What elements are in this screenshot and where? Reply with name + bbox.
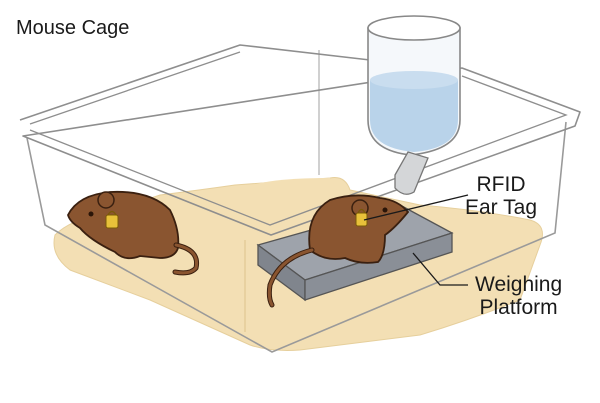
bedding-back [240, 178, 340, 200]
water-bottle [367, 15, 461, 195]
diagram-title: Mouse Cage [16, 17, 130, 39]
rfid-label-line2: Ear Tag [465, 196, 537, 219]
weighing-platform-label: Weighing Platform [475, 273, 562, 319]
mouse-right [266, 194, 410, 308]
cage-rim [19, 44, 581, 236]
rfid-tag-left [105, 214, 119, 229]
platform-label-line2: Platform [479, 296, 558, 319]
platform-leader-line [412, 252, 468, 286]
platform-label-line1: Weighing [475, 273, 563, 296]
cage-body [26, 121, 567, 353]
rfid-leader-line [363, 194, 469, 221]
rfid-ear-tag-label: RFID Ear Tag [465, 173, 537, 219]
mouse-left [67, 190, 200, 276]
rfid-label-line1: RFID [476, 173, 526, 196]
